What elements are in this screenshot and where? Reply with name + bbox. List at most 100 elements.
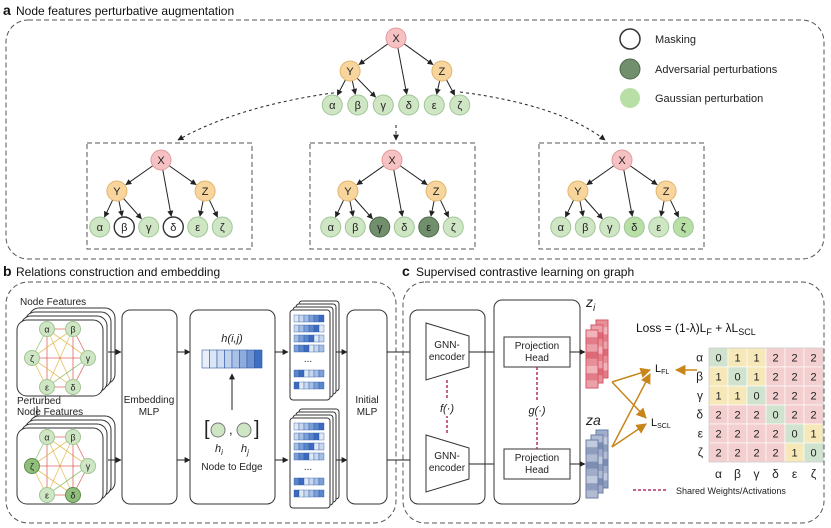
- legend-masking-swatch: [619, 28, 641, 50]
- legend-adversarial-label: Adversarial perturbations: [655, 64, 778, 76]
- svg-text:δ: δ: [170, 222, 176, 234]
- proj-bot-label-1: Projection: [515, 453, 559, 464]
- shared-legend-label: Shared Weights/Activations: [676, 486, 786, 496]
- svg-text:ζ: ζ: [811, 467, 817, 481]
- projection-head-bottom: [503, 448, 571, 480]
- arrow-zi-to-lscl: [611, 381, 647, 419]
- svg-text:ζ: ζ: [220, 222, 225, 234]
- arrow-za-to-lscl: [611, 423, 647, 448]
- svg-text:2: 2: [734, 410, 740, 422]
- svg-text:2: 2: [810, 353, 816, 365]
- svg-text:ε: ε: [792, 467, 798, 481]
- tree-leaf-2: γ: [138, 216, 160, 238]
- tree-node-y: Y: [337, 180, 359, 202]
- za-embedding-stack: [585, 429, 609, 499]
- tree-leaf-4: ε: [187, 216, 209, 238]
- graph-node-4: ε: [39, 379, 55, 395]
- tree-node-root: X: [381, 149, 403, 171]
- graph-node-4: ε: [39, 487, 55, 503]
- tree-leaf-0: α: [321, 94, 343, 116]
- svg-text:ζ: ζ: [698, 446, 704, 460]
- svg-text:ε: ε: [195, 222, 200, 234]
- initial-mlp-box: [346, 309, 388, 505]
- legend: Masking Adversarial perturbations Gaussi…: [619, 28, 778, 108]
- svg-text:Y: Y: [344, 186, 352, 198]
- tree-node-y: Y: [106, 180, 128, 202]
- tree-leaf-4: ε: [423, 94, 445, 116]
- graph-node-0: α: [39, 321, 55, 337]
- legend-masking-label: Masking: [655, 34, 696, 46]
- arrow-to-masking: [177, 91, 341, 141]
- svg-text:2: 2: [810, 410, 816, 422]
- svg-text:2: 2: [791, 372, 797, 384]
- edge-embedding-bar: [201, 349, 263, 369]
- svg-text:Y: Y: [346, 66, 354, 78]
- svg-text:Z: Z: [663, 186, 670, 198]
- za-label: za: [585, 412, 601, 428]
- svg-text:Z: Z: [439, 66, 446, 78]
- svg-text:X: X: [157, 155, 165, 167]
- svg-text:2: 2: [715, 448, 721, 460]
- subframe-masking: [86, 142, 253, 250]
- node-i-circle: [210, 422, 226, 438]
- svg-text:2: 2: [810, 391, 816, 403]
- tree-leaf-1: β: [347, 94, 369, 116]
- tree-leaf-5: ζ: [211, 216, 233, 238]
- tree-leaf-0: α: [320, 216, 342, 238]
- svg-text:Y: Y: [113, 186, 121, 198]
- graph-node-3: γ: [80, 458, 96, 474]
- svg-text:0: 0: [791, 429, 797, 441]
- svg-text:2: 2: [753, 429, 759, 441]
- svg-text:β: β: [734, 467, 741, 481]
- svg-text:γ: γ: [86, 462, 91, 472]
- tree-node-z: Z: [655, 180, 677, 202]
- proj-bot-label-2: Head: [525, 465, 549, 476]
- svg-text:0: 0: [772, 410, 778, 422]
- svg-text:2: 2: [753, 448, 759, 460]
- svg-text:0: 0: [715, 353, 721, 365]
- svg-text:Z: Z: [202, 186, 209, 198]
- svg-text:ε: ε: [656, 222, 661, 234]
- bracket-left: [: [204, 418, 210, 440]
- svg-text:2: 2: [753, 410, 759, 422]
- embedding-mlp-label-2: MLP: [139, 407, 160, 418]
- f-label-bg: [432, 400, 462, 416]
- svg-text:2: 2: [734, 429, 740, 441]
- gnn-bot-label-1: GNN-: [434, 451, 460, 462]
- tree-leaf-2: γ: [599, 216, 621, 238]
- panel-a-frame: [5, 19, 825, 260]
- svg-text:...: ...: [304, 462, 312, 473]
- panel-b-letter: b: [3, 263, 12, 279]
- tree-node-z: Z: [425, 180, 447, 202]
- svg-text:1: 1: [734, 353, 740, 365]
- tree-node-root: X: [150, 149, 172, 171]
- embedding-mlp-box: [121, 309, 178, 505]
- panel-b-title: Relations construction and embedding: [16, 265, 220, 279]
- svg-text:β: β: [696, 370, 703, 384]
- gnn-bot-label-2: encoder: [429, 463, 466, 474]
- legend-adversarial-swatch: [619, 58, 641, 80]
- initial-mlp-label-2: MLP: [357, 407, 378, 418]
- svg-text:δ: δ: [406, 100, 412, 112]
- svg-text:α: α: [44, 325, 49, 335]
- svg-text:α: α: [558, 222, 565, 234]
- tree-leaf-4: ε: [648, 216, 670, 238]
- svg-text:α: α: [696, 351, 703, 365]
- svg-text:γ: γ: [146, 222, 152, 234]
- zi-label: zi: [585, 294, 596, 314]
- svg-text:ζ: ζ: [451, 222, 456, 234]
- arrow-za-to-lfl: [611, 373, 651, 448]
- svg-text:0: 0: [734, 372, 740, 384]
- svg-text:β: β: [352, 222, 358, 234]
- edge-stack-top: ...: [289, 300, 340, 401]
- tree-leaf-3: δ: [162, 216, 184, 238]
- svg-text:ζ: ζ: [681, 222, 686, 234]
- g-label-bg: [522, 402, 552, 418]
- tree-leaf-4: ε: [418, 216, 440, 238]
- svg-text:α: α: [328, 222, 335, 234]
- svg-text:γ: γ: [377, 222, 383, 234]
- edge-stack-bottom: ...: [289, 408, 340, 509]
